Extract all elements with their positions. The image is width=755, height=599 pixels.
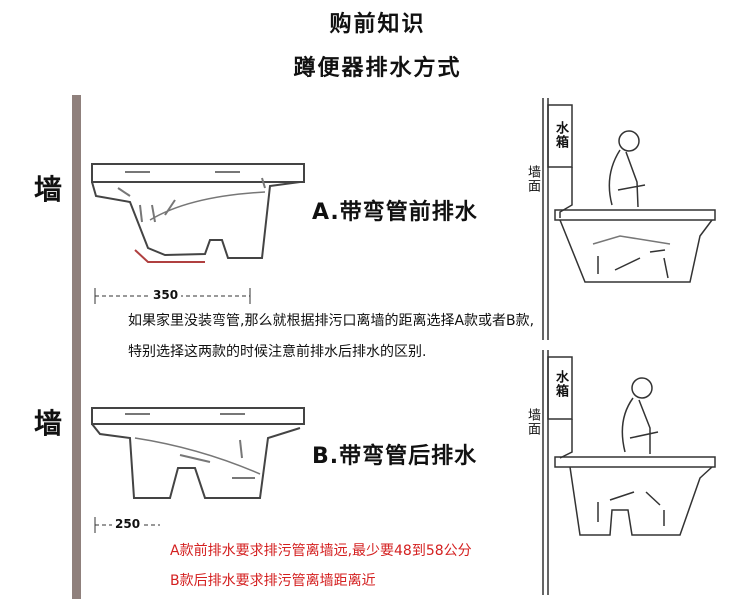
side-wall-label-b: 墙面 bbox=[525, 408, 540, 436]
side-wall-label-a: 墙面 bbox=[525, 165, 540, 193]
option-b-label: B.带弯管后排水 bbox=[312, 444, 478, 469]
note-line-2: 特别选择这两款的时候注意前排水后排水的区别. bbox=[128, 344, 427, 360]
dimension-b: 250 bbox=[112, 517, 144, 531]
option-a-label: A.带弯管前排水 bbox=[312, 200, 478, 225]
tank-label-b: 水箱 bbox=[553, 370, 568, 398]
toilet-b-drawing bbox=[91, 407, 305, 499]
toilet-a-drawing bbox=[91, 163, 305, 263]
page-subtitle: 蹲便器排水方式 bbox=[293, 56, 462, 81]
wall-post bbox=[72, 95, 81, 599]
side-view-a bbox=[542, 98, 716, 340]
wall-label-b: 墙 bbox=[34, 407, 63, 440]
dimension-a: 350 bbox=[150, 288, 182, 302]
page-title: 购前知识 bbox=[329, 12, 426, 37]
wall-label-a: 墙 bbox=[34, 173, 63, 206]
tank-label-a: 水箱 bbox=[553, 121, 568, 149]
note-line-1: 如果家里没装弯管,那么就根据排污口离墙的距离选择A款或者B款, bbox=[128, 313, 535, 329]
side-view-b bbox=[542, 350, 716, 595]
red-note-2: B款后排水要求排污管离墙距离近 bbox=[170, 573, 376, 589]
red-note-1: A款前排水要求排污管离墙远,最少要48到58公分 bbox=[170, 543, 472, 559]
